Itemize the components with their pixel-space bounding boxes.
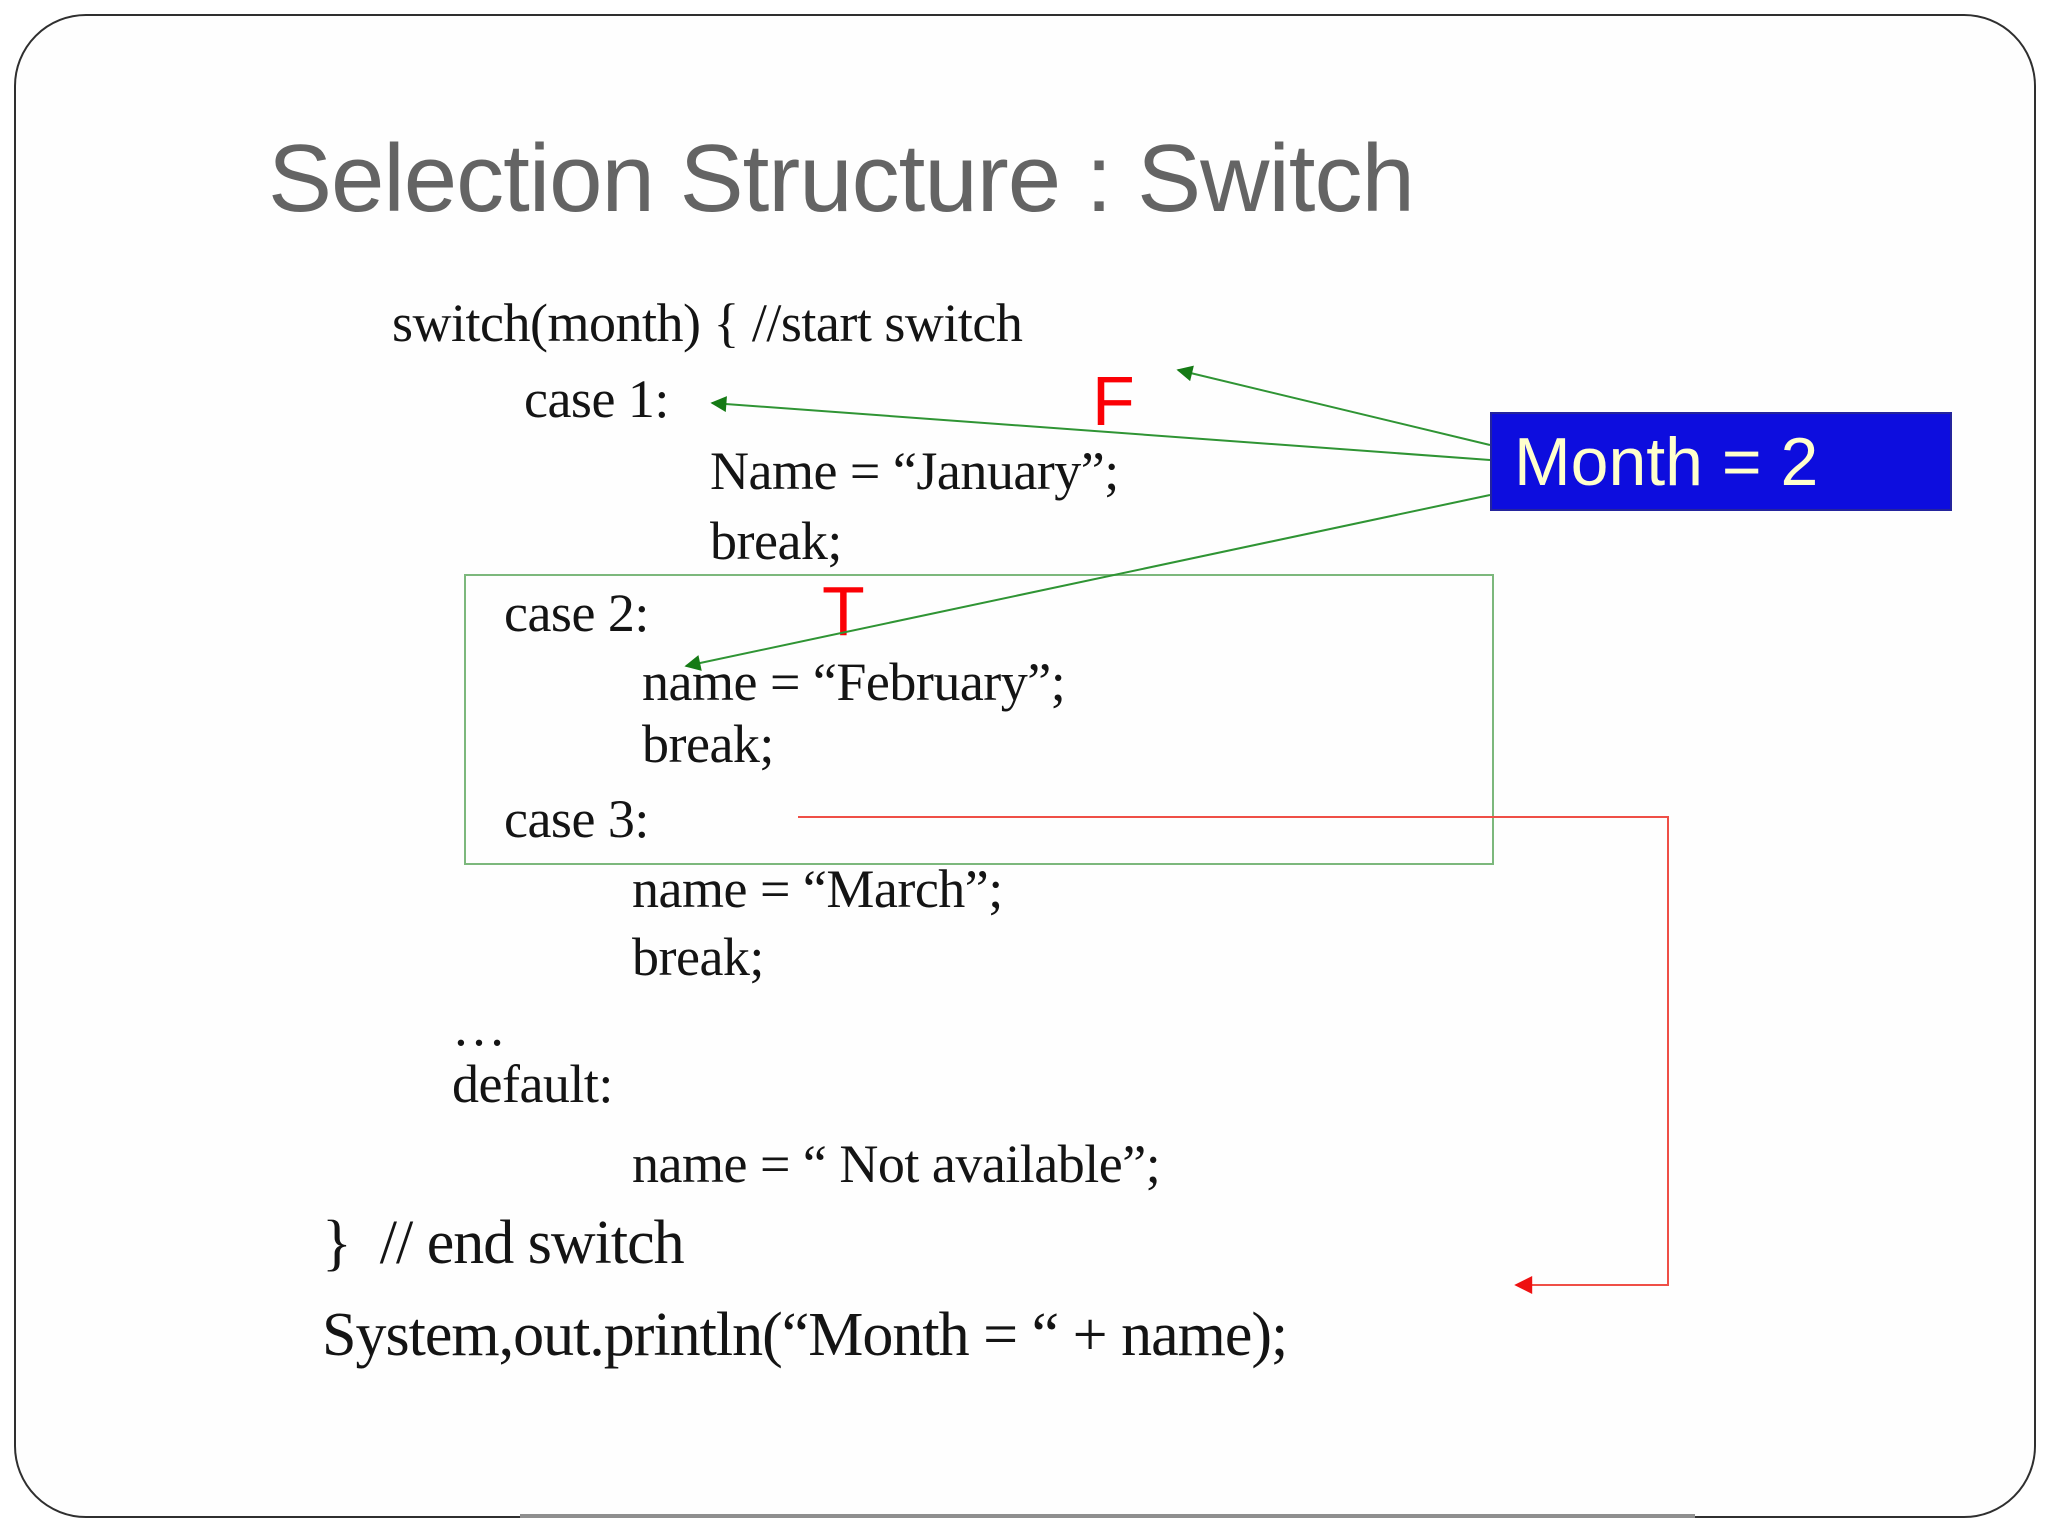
code-line-println: System,out.println(“Month = “ + name); bbox=[322, 1301, 1288, 1369]
case2-case3-highlight-box bbox=[464, 574, 1494, 865]
code-line-case1: case 1: bbox=[524, 369, 669, 429]
bottom-edge-strip bbox=[520, 1514, 1695, 1518]
code-line-break3: break; bbox=[632, 927, 764, 987]
month-value-box: Month = 2 bbox=[1490, 412, 1952, 511]
code-line-switch-open: switch(month) { //start switch bbox=[392, 293, 1023, 353]
code-line-end-switch: } // end switch bbox=[322, 1209, 685, 1277]
slide-title: Selection Structure : Switch bbox=[268, 125, 1415, 232]
month-value-label: Month = 2 bbox=[1514, 423, 1819, 500]
false-branch-label: F bbox=[1092, 362, 1135, 440]
code-line-january: Name = “January”; bbox=[710, 441, 1119, 501]
code-line-case3: case 3: bbox=[504, 789, 649, 849]
code-line-break1: break; bbox=[710, 511, 842, 571]
true-branch-label: T bbox=[822, 572, 865, 650]
code-line-march: name = “March”; bbox=[632, 859, 1003, 919]
code-line-ellipsis: … bbox=[452, 997, 506, 1057]
code-line-default: default: bbox=[452, 1054, 613, 1114]
code-line-not-available: name = “ Not available”; bbox=[632, 1134, 1161, 1194]
code-line-break2: break; bbox=[642, 714, 774, 774]
code-line-case2: case 2: bbox=[504, 583, 649, 643]
